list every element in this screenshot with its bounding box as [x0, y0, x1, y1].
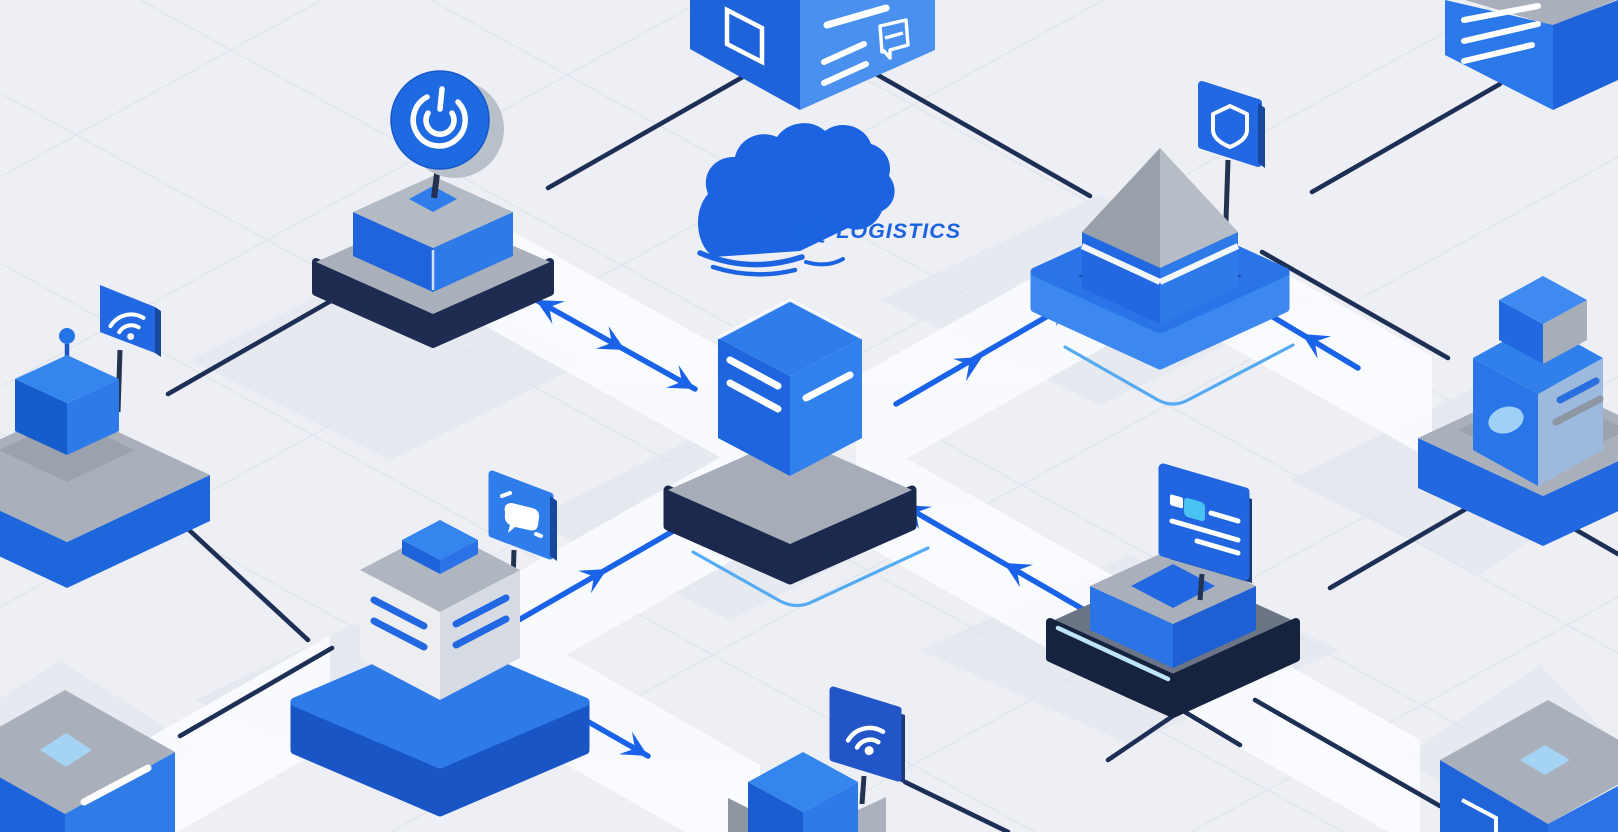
relay-cube-left — [748, 782, 803, 832]
chevron-under-hub — [691, 546, 930, 608]
wifi-sign — [100, 285, 155, 353]
speech-bubble-icon — [878, 18, 910, 60]
node-corner-box-bottom-right — [1440, 700, 1618, 832]
idcard-block-pad — [1131, 564, 1215, 608]
shield-sign-edge — [1258, 103, 1265, 168]
disc-face — [390, 70, 490, 170]
chevron-under-pyramid — [1063, 343, 1295, 406]
server-stripe-gray — [1552, 395, 1604, 426]
antenna-ball — [59, 328, 75, 344]
hub-cube-left-face — [718, 338, 790, 476]
node-corner-box-bottom-left — [0, 690, 175, 832]
box-text-lines — [821, 4, 890, 86]
wifi-icon-bottom — [845, 725, 886, 756]
crate-stripes — [370, 594, 510, 651]
brcorner-right-face — [1548, 786, 1618, 832]
crate-platform-top — [290, 635, 590, 769]
left-platform-side — [0, 475, 210, 588]
node-power-beacon-platform — [312, 70, 554, 348]
server-stripe-blue — [1556, 377, 1600, 404]
brcorner-left-face — [1440, 760, 1548, 832]
pole-pad — [409, 186, 457, 212]
tier1-left-face — [353, 212, 433, 292]
node-wifi-relay-cube — [728, 686, 905, 832]
antenna-cube-left — [15, 379, 67, 455]
node-wifi-antenna-device — [0, 285, 210, 588]
idcard-pole — [1197, 573, 1205, 601]
wifi-sign-bottom-pole — [859, 775, 867, 805]
idcard-base-highlight — [1055, 625, 1171, 682]
brcorner-diamond-lid — [1520, 745, 1570, 775]
cornerbox-text-lines — [1461, 3, 1541, 64]
relay-pedestal-left — [728, 798, 748, 832]
power-icon — [410, 86, 468, 149]
blcorner-stripe — [80, 764, 152, 806]
crate-minicube-right — [440, 540, 478, 574]
arrow-line-hub-pyramid — [893, 299, 1075, 407]
pedestal-white-band — [1080, 243, 1240, 285]
road-crate-wifirelay — [448, 587, 760, 832]
antenna-cube-top — [15, 355, 119, 403]
cornerbox-right-face — [1553, 0, 1618, 110]
shield-icon — [1211, 104, 1249, 149]
server-platform-side — [1418, 438, 1618, 546]
chevron-guides — [691, 343, 1295, 608]
hub-cube-highlight — [717, 298, 863, 340]
server-cube-top-face — [1499, 276, 1587, 324]
antenna-cube-right — [67, 379, 119, 455]
idcard-photo-bar — [1170, 494, 1183, 509]
relay-pedestal-right — [858, 797, 886, 832]
hub-platform-top — [668, 436, 912, 544]
logo-text: HQ LOGISTICS — [795, 219, 961, 243]
idcard-lines — [1169, 510, 1241, 556]
blcorner-diamond-lid — [40, 733, 92, 767]
node-warehouse-crate-platform — [290, 470, 590, 817]
box-right-face — [800, 0, 935, 110]
relay-cube-top — [748, 752, 858, 812]
pill-badge — [1488, 406, 1524, 434]
node-central-hub-package — [663, 298, 917, 585]
logo-waves — [697, 250, 845, 277]
server-cube-right-face — [1543, 300, 1587, 364]
node-corner-box-top-right — [1445, 0, 1618, 110]
server-box-right-face — [1538, 358, 1603, 486]
wifi-icon — [108, 312, 146, 340]
crate-minicube-left — [402, 540, 440, 574]
shield-sign — [1198, 81, 1262, 167]
node-top-center-package-box — [690, 0, 935, 110]
blcorner-left-face — [0, 777, 65, 832]
cloud-waves-icon — [697, 123, 895, 257]
chat-bubble-icon — [500, 491, 543, 538]
idcard-photo — [1184, 497, 1205, 522]
wifi-sign-bottom — [829, 686, 902, 782]
idcard-block-right — [1173, 586, 1256, 668]
idcard-block-left — [1090, 586, 1173, 668]
idcard-base-side — [1046, 618, 1300, 718]
hub-cube-right-face — [790, 338, 862, 476]
crate-minicube-top — [402, 520, 478, 560]
node-id-card-checkpoint — [1046, 463, 1300, 718]
node-security-pyramid-platform — [1030, 81, 1290, 370]
relay-cube-right — [803, 782, 858, 832]
server-cube-left-face — [1499, 300, 1543, 364]
chat-sign-edge — [550, 496, 557, 561]
pyramid-right-face — [1160, 148, 1238, 268]
wifi-sign-edge — [155, 307, 161, 357]
logo: HQ LOGISTICS — [697, 123, 961, 277]
tier1-right-face — [433, 212, 513, 292]
pyramid-left-face — [1082, 148, 1160, 268]
cornerbox-top-face — [1465, 0, 1616, 26]
brcorner-square-outline — [1461, 798, 1498, 832]
square-outline-icon — [724, 6, 765, 66]
node-server-stack-platform — [1418, 276, 1618, 546]
hub-text-lines — [726, 356, 854, 413]
